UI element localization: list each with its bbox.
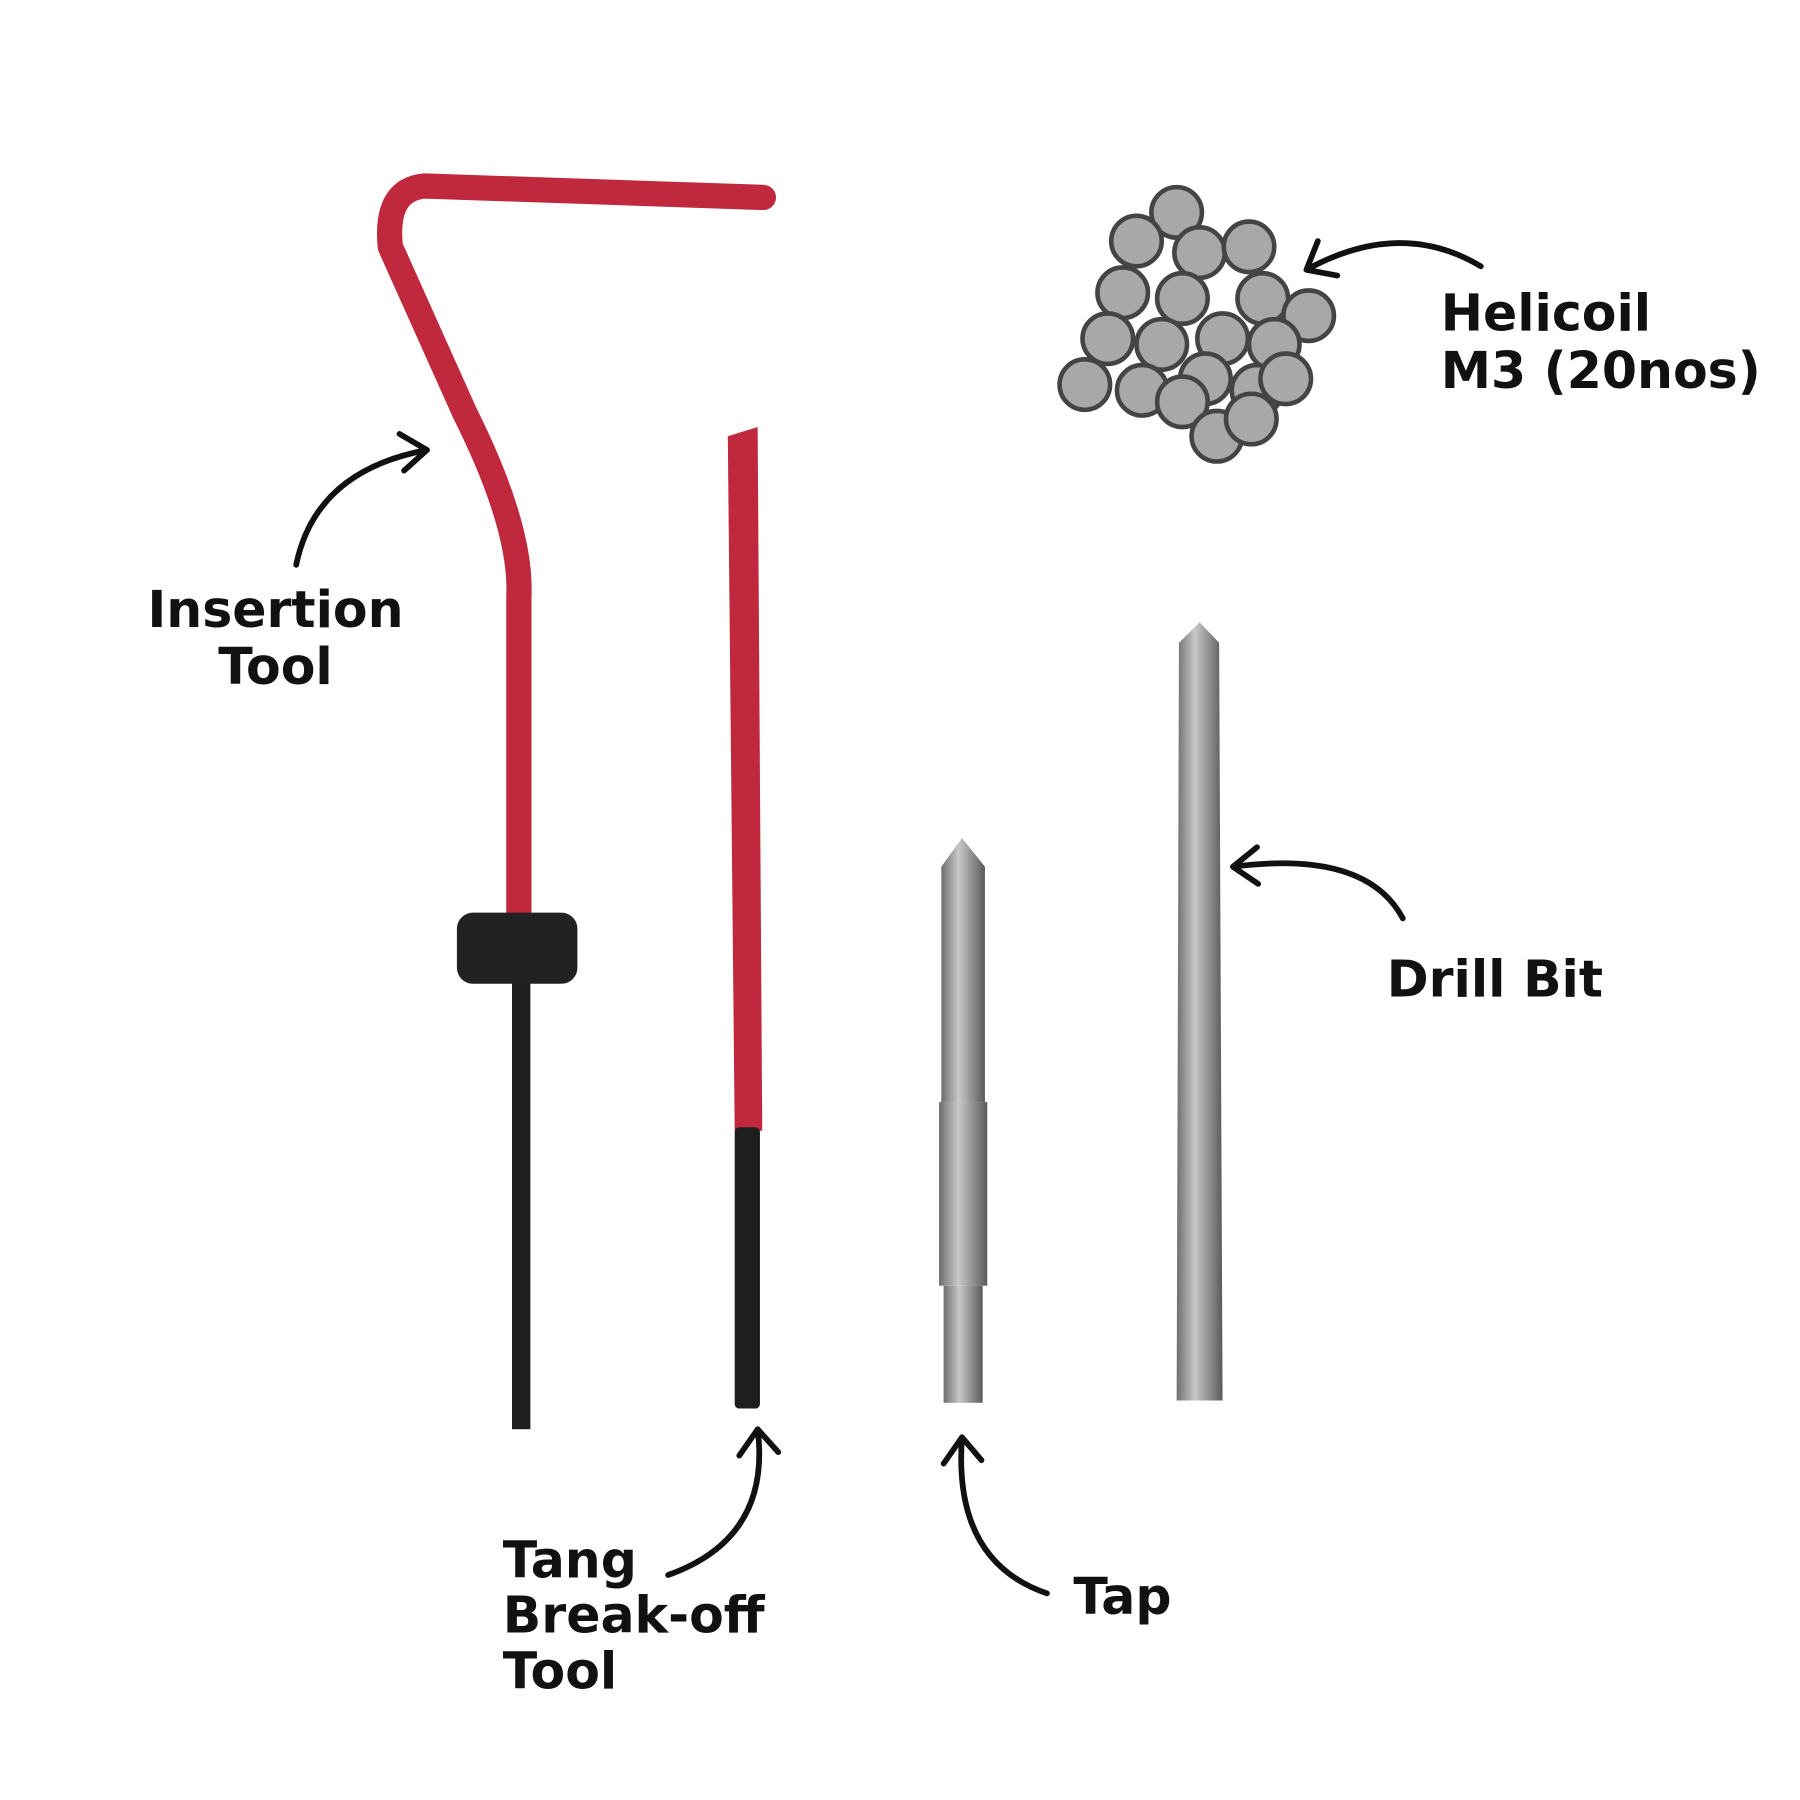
arrow-tap: [940, 1434, 1050, 1597]
label-drill-bit: Drill Bit: [1387, 949, 1603, 1008]
label-insertion-tool-line2: Tool: [218, 637, 332, 696]
arrow-tang: [665, 1426, 782, 1578]
arrow-helicoil: [1303, 238, 1484, 279]
label-tang-line2: Break-off: [503, 1585, 766, 1644]
drill-bit: [1176, 622, 1223, 1401]
label-insertion-tool-line1: Insertion: [147, 580, 403, 639]
label-tap: Tap: [1073, 1567, 1171, 1626]
label-tang-line3: Tool: [503, 1642, 617, 1701]
arrow-drill: [1230, 844, 1406, 922]
label-helicoil-line2: M3 (20nos): [1441, 341, 1761, 400]
tang-break-off-tool: [727, 427, 763, 1409]
helicoil-pile: [1057, 184, 1337, 464]
tap: [939, 838, 988, 1403]
arrows: [293, 238, 1484, 1597]
label-helicoil-line1: Helicoil: [1441, 284, 1651, 343]
arrow-insertion: [293, 431, 430, 568]
insertion-tool: [376, 173, 777, 1430]
label-tang-line1: Tang: [503, 1530, 637, 1589]
